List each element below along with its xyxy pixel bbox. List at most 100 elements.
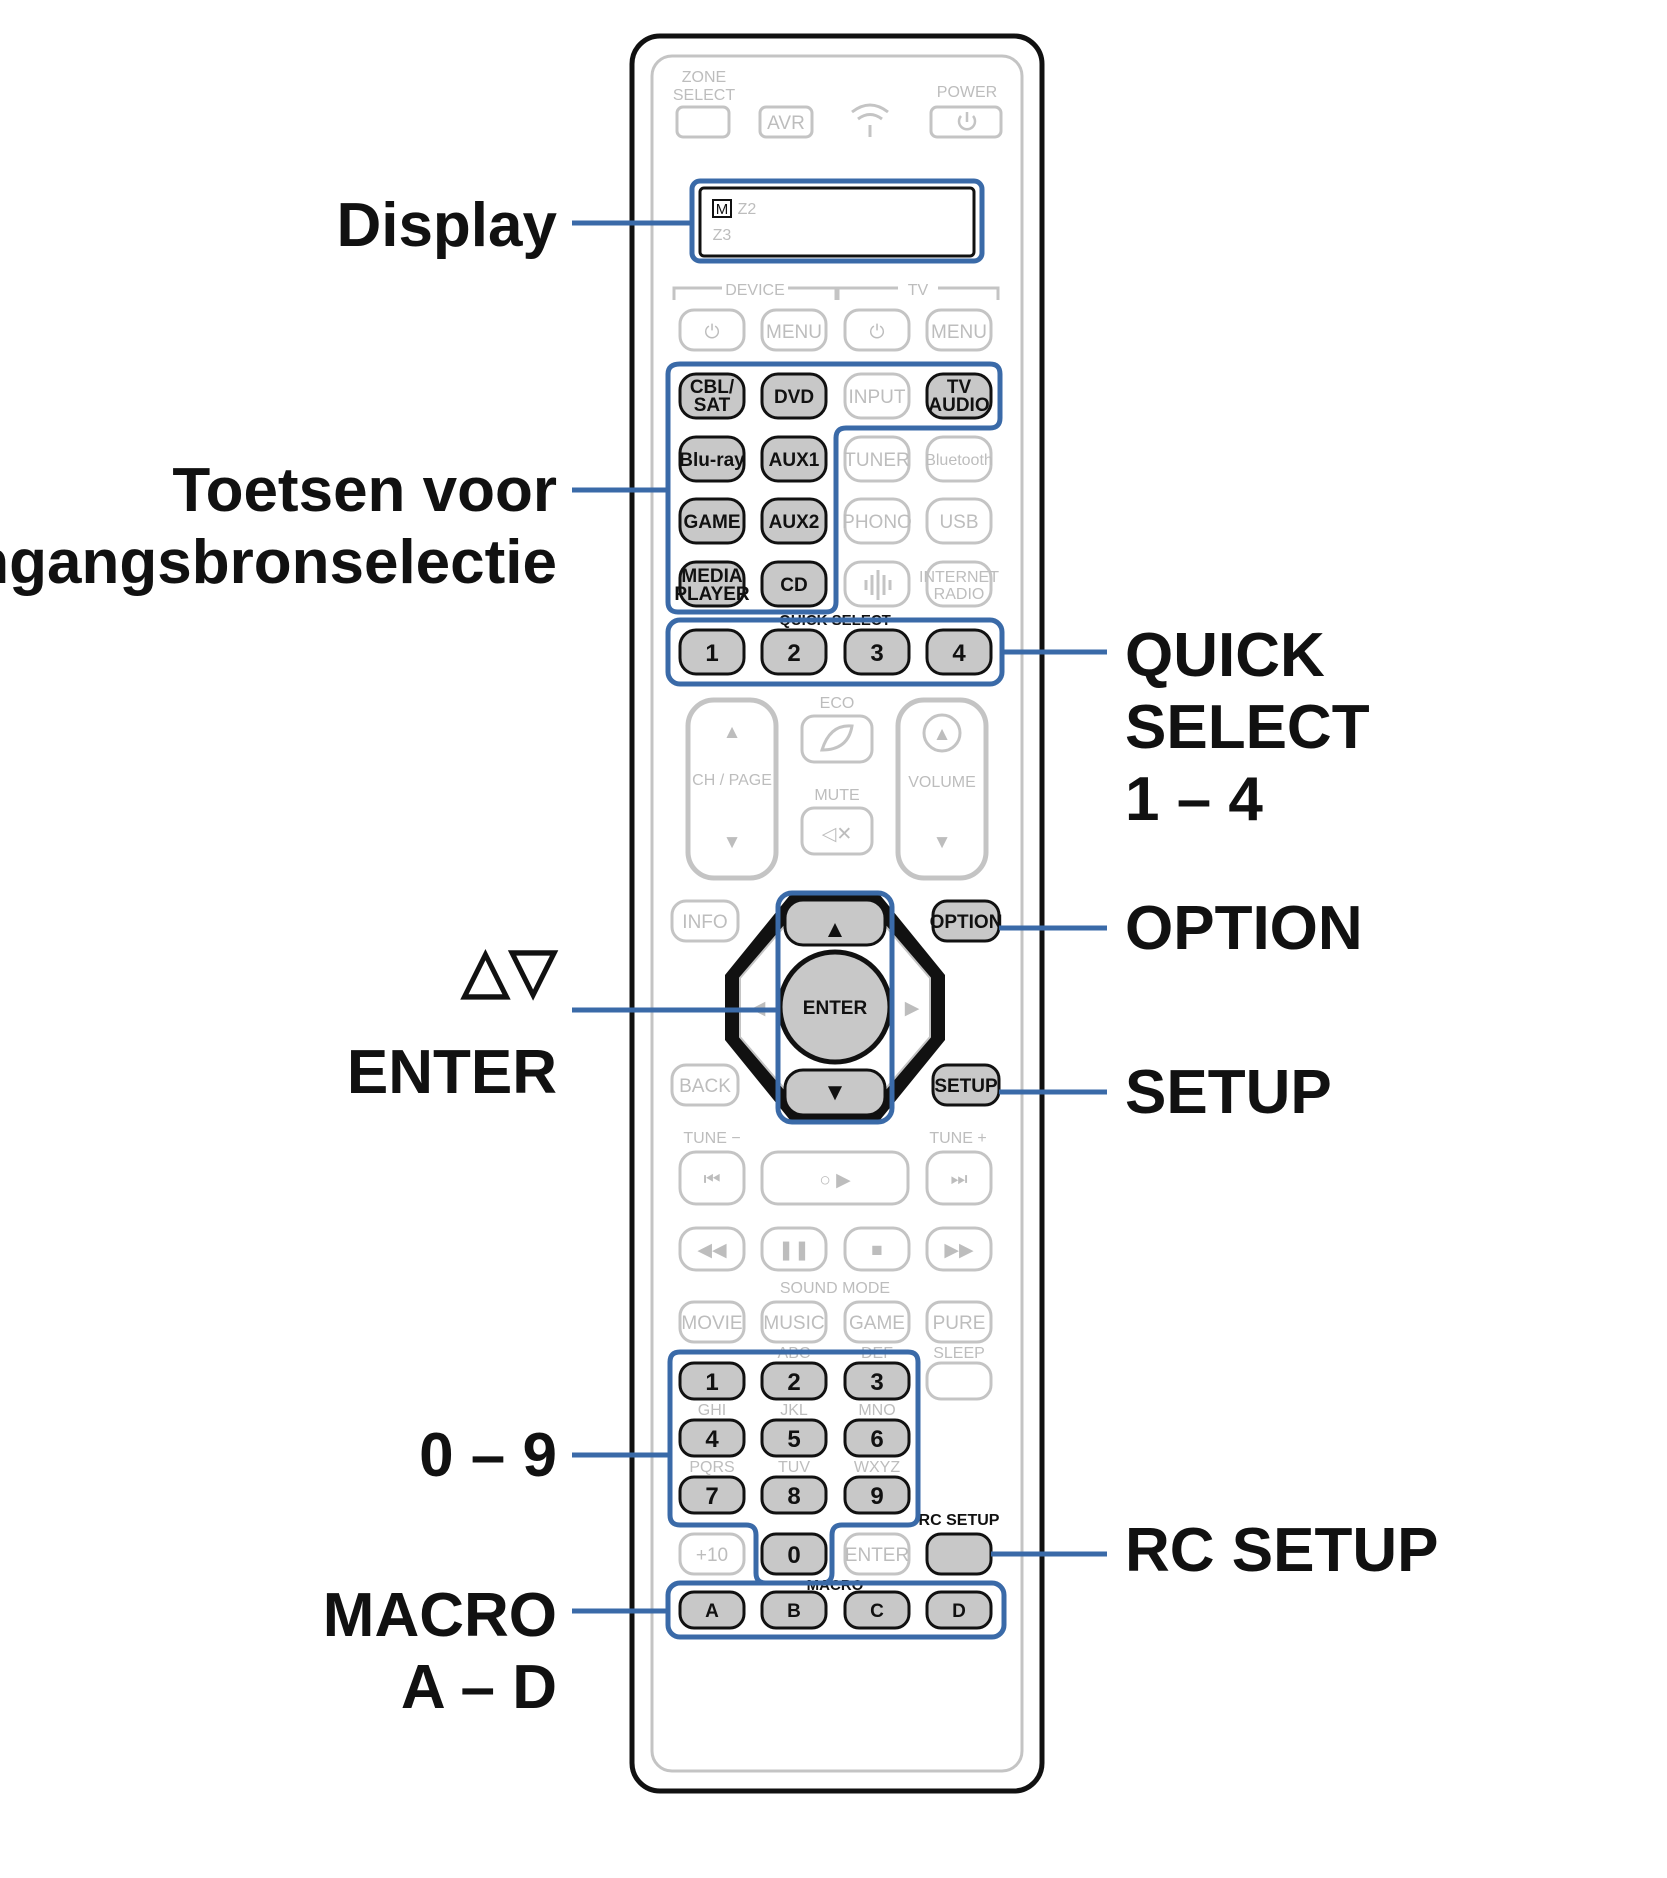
num-6-label: 6 — [870, 1426, 883, 1453]
volume-up-icon: ▲ — [933, 724, 952, 745]
num-8-button[interactable] — [760, 1475, 828, 1515]
cd-label: CD — [780, 575, 807, 596]
info-button[interactable] — [670, 899, 740, 943]
input-button[interactable] — [843, 372, 911, 420]
fast-forward-button[interactable] — [925, 1226, 993, 1272]
stop-button[interactable] — [843, 1226, 911, 1272]
num-3-button[interactable] — [843, 1361, 911, 1401]
zone-select-button[interactable] — [675, 105, 731, 139]
music-label: MUSIC — [763, 1313, 824, 1334]
volume-down-icon: ▼ — [933, 832, 952, 853]
dvd-button[interactable] — [760, 372, 828, 420]
bluray-button[interactable] — [678, 435, 746, 483]
rewind-button[interactable] — [678, 1226, 746, 1272]
mno-label: MNO — [858, 1402, 895, 1419]
quick-select-3-label: 3 — [870, 640, 883, 667]
tv-audio-label-2: AUDIO — [928, 395, 989, 416]
aux2-button[interactable] — [760, 497, 828, 545]
ch-page-rocker[interactable] — [685, 697, 779, 881]
game-button[interactable] — [678, 497, 746, 545]
cbl-sat-label-1: CBL/ — [690, 377, 735, 398]
rc-setup-button[interactable] — [925, 1532, 993, 1576]
sound-mode-label: SOUND MODE — [780, 1280, 890, 1297]
usb-button[interactable] — [925, 497, 993, 545]
volume-rocker[interactable] — [895, 697, 989, 881]
wxyz-label: WXYZ — [854, 1459, 900, 1476]
avr-button[interactable] — [758, 105, 814, 139]
internet-radio-label-1: INTERNET — [919, 569, 999, 586]
mute-icon: ◁✕ — [822, 824, 853, 845]
heos-icon — [864, 570, 892, 600]
internet-radio-button[interactable] — [925, 560, 993, 608]
tv-audio-button[interactable] — [925, 372, 993, 420]
cbl-sat-button[interactable] — [678, 372, 746, 420]
phono-button[interactable] — [843, 497, 911, 545]
num-7-button[interactable] — [678, 1475, 746, 1515]
usb-label: USB — [939, 512, 978, 533]
game-mode-button[interactable] — [843, 1300, 911, 1344]
macro-c-label: C — [870, 1601, 884, 1622]
pause-button[interactable] — [760, 1226, 828, 1272]
num-9-button[interactable] — [843, 1475, 911, 1515]
media-player-label-2: PLAYER — [674, 584, 750, 605]
nav-down-icon: ▼ — [823, 1079, 847, 1106]
macro-b-button[interactable] — [760, 1590, 828, 1630]
eco-leaf-icon — [819, 724, 854, 752]
num-0-label: 0 — [787, 1542, 800, 1569]
quick-select-2-button[interactable] — [760, 628, 828, 676]
tv-power-icon: ⏻ — [869, 322, 884, 343]
music-button[interactable] — [760, 1300, 828, 1344]
media-player-button[interactable] — [678, 560, 746, 608]
tv-power-button[interactable] — [843, 308, 911, 352]
quick-select-3-button[interactable] — [843, 628, 911, 676]
setup-button[interactable] — [931, 1063, 1001, 1107]
aux1-button[interactable] — [760, 435, 828, 483]
eco-button[interactable] — [800, 714, 874, 764]
skip-back-button[interactable] — [678, 1150, 746, 1206]
num-6-button[interactable] — [843, 1418, 911, 1458]
num-2-button[interactable] — [760, 1361, 828, 1401]
num-4-button[interactable] — [678, 1418, 746, 1458]
option-button[interactable] — [931, 899, 1001, 943]
bluetooth-button[interactable] — [925, 435, 993, 483]
movie-button[interactable] — [678, 1300, 746, 1344]
device-label: DEVICE — [725, 282, 785, 299]
callout-rc-setup: RC SETUP — [1125, 1516, 1439, 1585]
mute-label: MUTE — [814, 787, 859, 804]
callout-arrows-enter: △▽ ENTER — [346, 936, 557, 1107]
device-menu-button[interactable] — [760, 308, 828, 352]
num-1-button[interactable] — [678, 1361, 746, 1401]
tune-plus-label: TUNE + — [929, 1130, 986, 1147]
num-0-button[interactable] — [760, 1532, 828, 1576]
macro-a-label: A — [705, 1601, 719, 1622]
zone-select-label-2: SELECT — [673, 87, 735, 104]
plus10-button[interactable] — [678, 1532, 746, 1576]
macro-a-button[interactable] — [678, 1590, 746, 1630]
sleep-button[interactable] — [925, 1361, 993, 1401]
tv-menu-button[interactable] — [925, 308, 993, 352]
device-power-button[interactable] — [678, 308, 746, 352]
macro-b-label: B — [787, 1601, 801, 1622]
num-5-button[interactable] — [760, 1418, 828, 1458]
play-icon: ○ ▶ — [819, 1170, 851, 1191]
mute-button[interactable] — [800, 806, 874, 856]
nav-up-button[interactable] — [783, 898, 887, 947]
quick-select-1-button[interactable] — [678, 628, 746, 676]
enter-small-button[interactable] — [843, 1532, 911, 1576]
pure-button[interactable] — [925, 1300, 993, 1344]
play-button[interactable] — [760, 1150, 910, 1206]
tuner-button[interactable] — [843, 435, 911, 483]
quick-select-1-label: 1 — [705, 640, 718, 667]
back-button[interactable] — [670, 1063, 740, 1107]
quick-select-4-button[interactable] — [925, 628, 993, 676]
skip-forward-button[interactable] — [925, 1150, 993, 1206]
avr-label: AVR — [767, 113, 805, 134]
nav-down-button[interactable] — [783, 1068, 887, 1117]
macro-c-button[interactable] — [843, 1590, 911, 1630]
macro-d-button[interactable] — [925, 1590, 993, 1630]
cd-button[interactable] — [760, 560, 828, 608]
input-select-highlight — [665, 361, 1003, 615]
enter-small-label: ENTER — [845, 1545, 909, 1566]
tune-minus-label: TUNE − — [683, 1130, 740, 1147]
